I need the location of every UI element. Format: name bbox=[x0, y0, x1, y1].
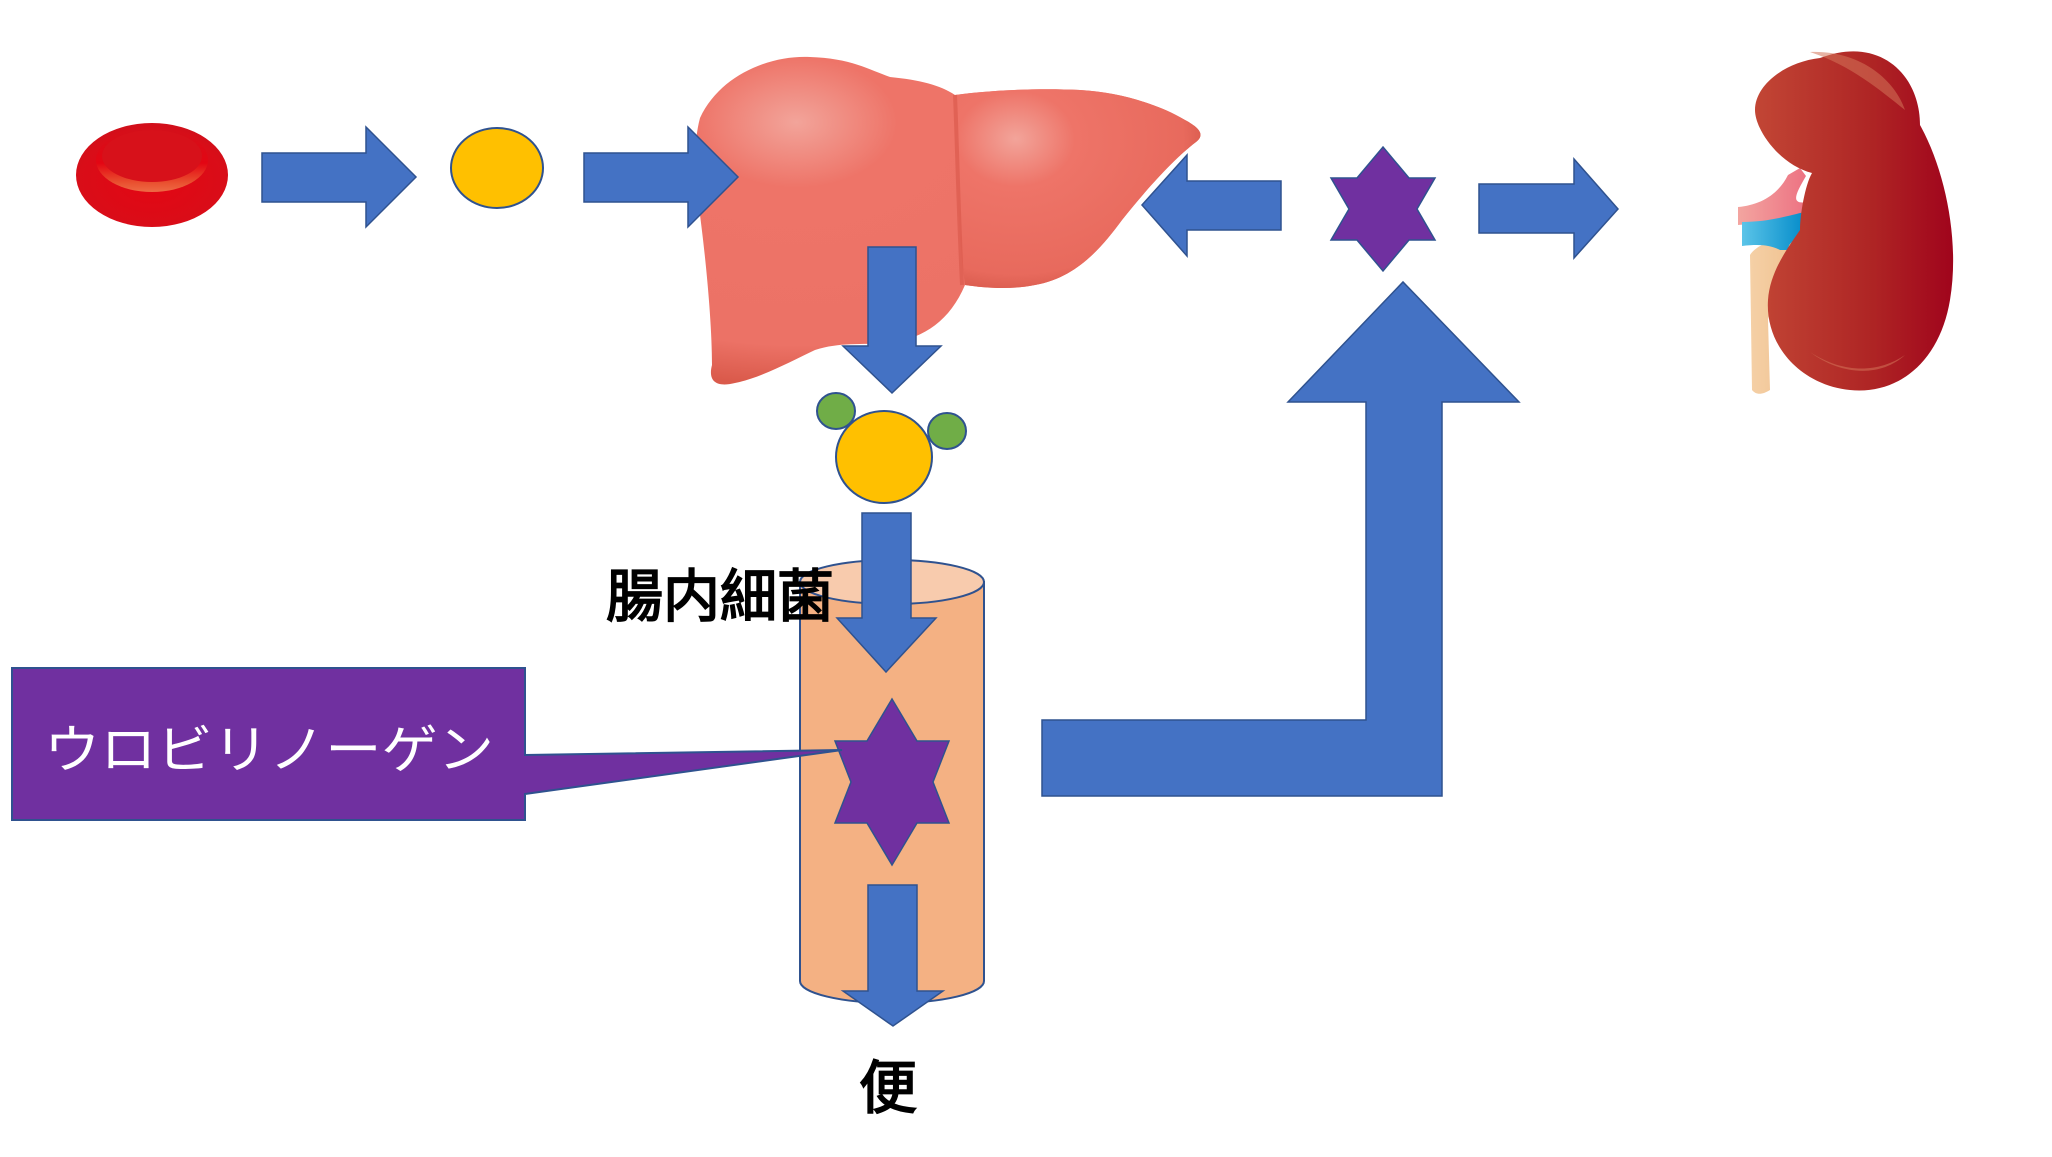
arrow-rbc-to-bilirubin bbox=[261, 125, 418, 229]
stool-label: 便 bbox=[859, 1054, 918, 1122]
red-blood-cell-icon bbox=[76, 123, 228, 227]
arrow-intestine-to-stool bbox=[840, 884, 946, 1027]
arrow-to-liver-left bbox=[1140, 153, 1282, 258]
arrow-to-intestine bbox=[835, 512, 938, 674]
liver-icon bbox=[695, 56, 1201, 385]
kidney-icon bbox=[1738, 51, 1954, 394]
arrow-reabsorption-up bbox=[1041, 280, 1521, 797]
gut-bacteria-label: 腸内細菌 bbox=[606, 564, 834, 630]
urobilinogen-star-intestine-icon bbox=[833, 697, 951, 867]
bilirubin-circle-icon bbox=[450, 127, 544, 209]
urobilinogen-star-blood-icon bbox=[1329, 145, 1437, 273]
urobilinogen-callout-label: ウロビリノーゲン bbox=[44, 721, 494, 781]
arrow-liver-to-conjugation bbox=[841, 246, 943, 395]
arrow-bilirubin-to-liver bbox=[583, 125, 740, 229]
arrow-to-kidney bbox=[1478, 157, 1620, 260]
urobilinogen-callout: ウロビリノーゲン bbox=[11, 667, 843, 821]
conjugated-bilirubin-icon bbox=[816, 392, 967, 504]
